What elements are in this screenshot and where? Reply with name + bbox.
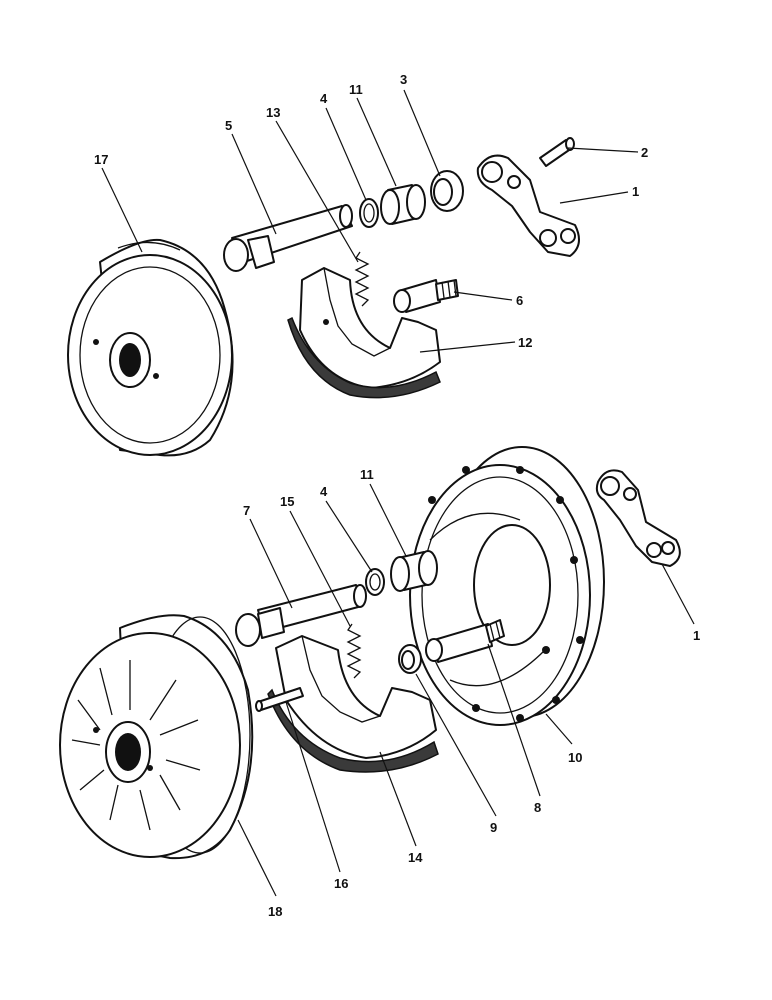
- anchor-pin: [255, 687, 304, 712]
- bushing-lower: [390, 550, 438, 592]
- brake-drum-lower: [59, 614, 254, 860]
- brake-shoe-lower: [267, 635, 439, 773]
- callout-17: 17: [94, 152, 108, 167]
- callout-15: 15: [280, 494, 294, 509]
- adjuster-bolt-lower: [425, 619, 505, 663]
- callout-14: 14: [408, 850, 423, 865]
- adjuster-bolt-upper: [393, 279, 459, 313]
- callout-18: 18: [268, 904, 282, 919]
- callout-9: 9: [490, 820, 497, 835]
- callout-8: 8: [534, 800, 541, 815]
- o-ring-lower: [365, 568, 385, 596]
- callout-3: 3: [400, 72, 407, 87]
- brake-shoe-upper: [287, 267, 441, 399]
- callout-5: 5: [225, 118, 232, 133]
- return-spring-lower: [346, 623, 362, 679]
- bushing-upper: [380, 184, 426, 225]
- backing-plate: [409, 446, 605, 726]
- brake-drum-upper: [67, 238, 234, 457]
- callout-1-lower: 1: [693, 628, 700, 643]
- callout-4-lower: 4: [320, 484, 328, 499]
- return-spring-upper: [354, 251, 370, 307]
- seal-lower: [398, 644, 422, 674]
- callout-7: 7: [243, 503, 250, 518]
- callout-1-upper: 1: [632, 184, 639, 199]
- brake-lever-upper: [476, 154, 580, 257]
- o-ring-upper: [359, 198, 379, 228]
- brake-lever-lower: [595, 469, 681, 567]
- brake-shaft-lower: [235, 584, 367, 647]
- callout-12: 12: [518, 335, 532, 350]
- clevis-pin: [539, 137, 575, 167]
- callout-16: 16: [334, 876, 348, 891]
- brake-shaft-upper: [223, 204, 353, 272]
- callout-4-upper: 4: [320, 91, 328, 106]
- callout-6: 6: [516, 293, 523, 308]
- callout-10: 10: [568, 750, 582, 765]
- callout-11-lower: 11: [360, 467, 374, 482]
- callout-11-upper: 11: [349, 82, 363, 97]
- callout-2: 2: [641, 145, 648, 160]
- seal-upper: [430, 170, 464, 212]
- leader-lines: [101, 89, 695, 897]
- callout-13: 13: [266, 105, 280, 120]
